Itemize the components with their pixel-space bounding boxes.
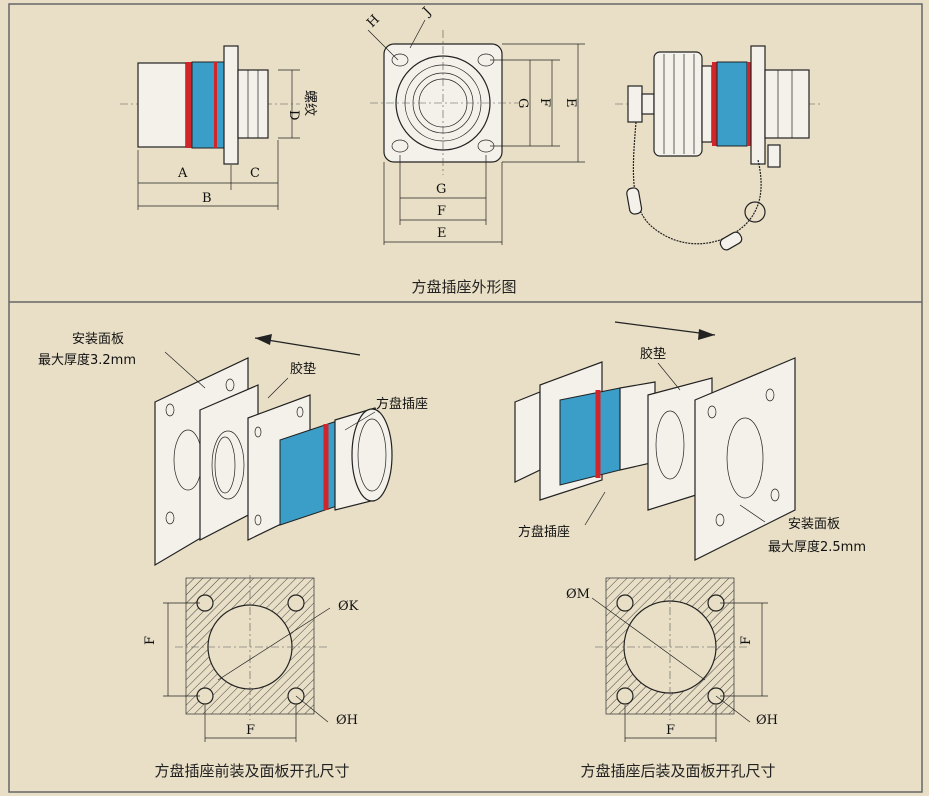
dim-e-right-label: E [563,98,578,108]
rear-max-thick-label: 最大厚度2.5mm [768,539,866,555]
front-f-vert-label: F [143,636,158,645]
top-caption: 方盘插座外形图 [411,278,516,296]
dim-h-label: H [364,12,383,31]
front-mount-iso [154,334,393,567]
dim-f-right-label: F [537,98,552,107]
front-panel-label: 安装面板 [72,332,124,347]
front-f-horiz-label: F [246,723,255,738]
front-view [367,19,585,245]
bottom-left-caption: 方盘插座前装及面板开孔尺寸 [154,762,349,780]
rear-m-label: ØM [566,587,590,602]
rear-oh-label: ØH [756,713,778,728]
rear-gasket-label: 胶垫 [640,346,666,362]
front-socket-label: 方盘插座 [376,396,428,412]
front-oh-label: ØH [336,713,358,728]
thread-label: 螺纹 [302,90,317,116]
front-gasket-label: 胶垫 [290,361,316,377]
front-panel-cutout [163,575,331,742]
bottom-right-caption: 方盘插座后装及面板开孔尺寸 [580,762,775,780]
dim-b-label: B [202,191,212,206]
rear-panel-cutout [591,575,768,742]
dim-f-bottom-label: F [437,204,446,219]
side-view-with-cap [615,45,820,251]
rear-socket-label: 方盘插座 [518,524,570,540]
dim-a-label: A [177,166,188,181]
front-max-thick-label: 最大厚度3.2mm [38,352,136,368]
rear-mount-iso [514,321,796,561]
rear-f-vert-label: F [739,636,754,645]
side-view [120,45,300,210]
rear-f-horiz-label: F [666,723,675,738]
dim-j-label: J [419,5,435,21]
outer-frame [8,3,923,793]
front-k-label: ØK [338,599,359,614]
dim-e-bottom-label: E [437,226,447,241]
dim-g-right-label: G [515,98,530,108]
rear-panel-label: 安装面板 [788,517,840,532]
dim-g-bottom-label: G [436,182,446,197]
dim-d-label: D [286,110,301,120]
dim-c-label: C [250,166,260,181]
